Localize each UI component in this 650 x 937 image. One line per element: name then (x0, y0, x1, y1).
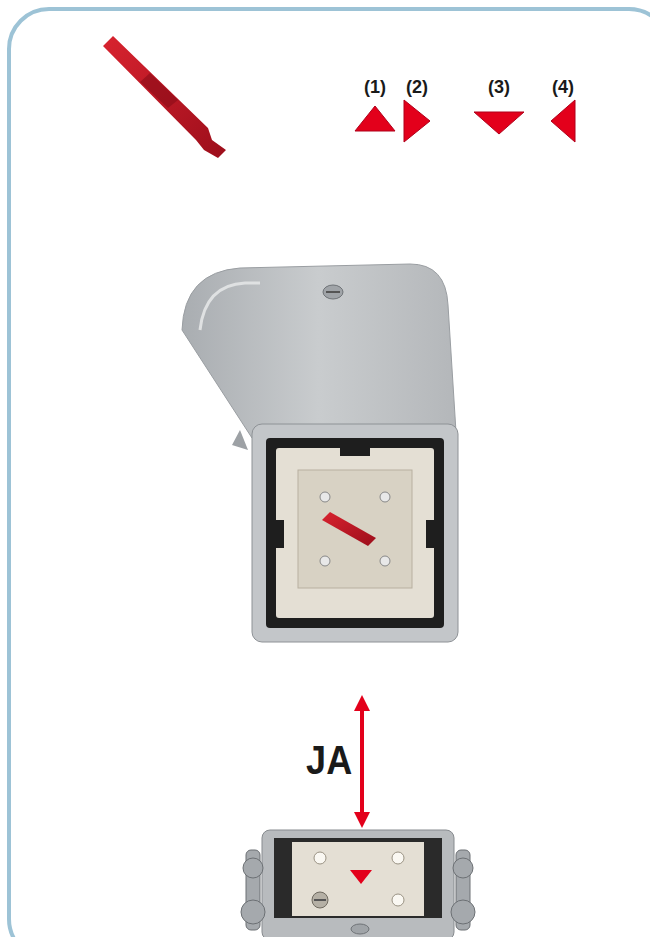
triangle-left (551, 100, 575, 142)
hood-connector (182, 264, 458, 642)
callout-number: (4) (552, 78, 574, 96)
callout-number: (1) (364, 78, 386, 96)
coding-symbols (355, 100, 575, 142)
triangle-right (404, 100, 430, 142)
housing-connector (241, 830, 475, 937)
coding-pin (103, 36, 226, 158)
callout-number: (2) (406, 78, 428, 96)
frame (9, 9, 650, 937)
coding-label: JA (306, 740, 352, 780)
triangle-down (474, 112, 524, 134)
triangle-up (355, 106, 395, 131)
mating-arrow (360, 703, 364, 820)
callout-number: (3) (488, 78, 510, 96)
